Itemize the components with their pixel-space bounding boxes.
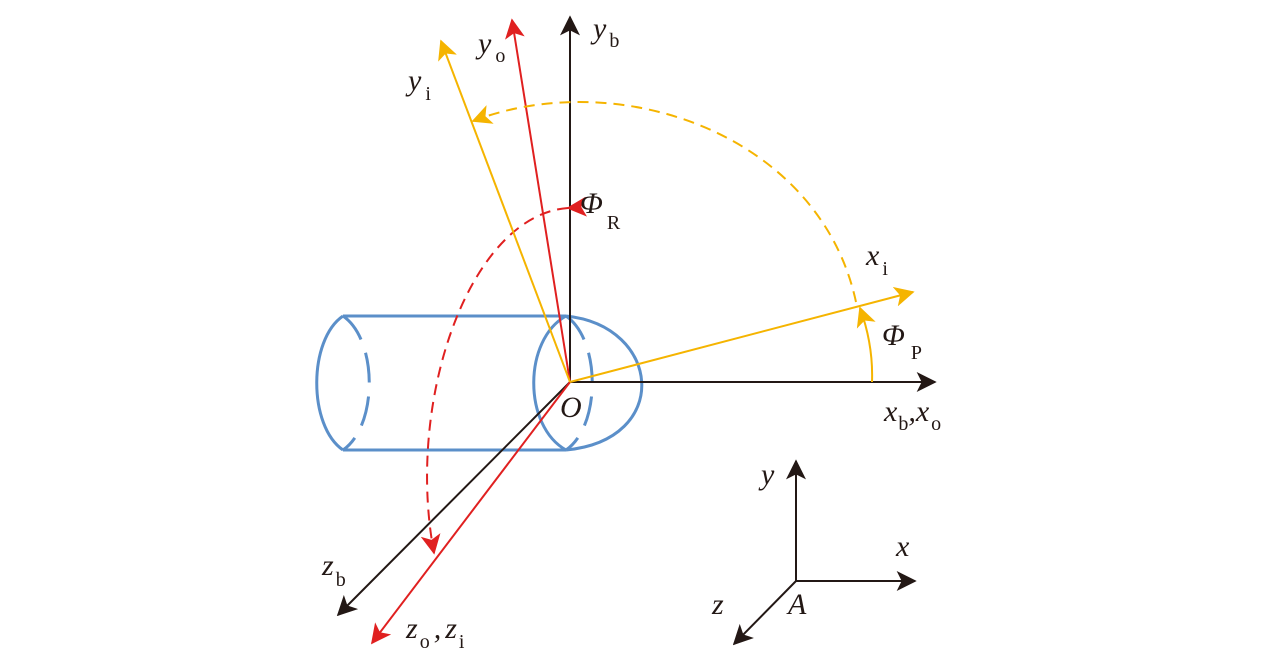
phi-r-label: ΦR (580, 187, 621, 234)
roll-angle-arc (420, 196, 588, 555)
zb-axis (336, 381, 571, 617)
ref-z-axis (732, 580, 797, 646)
zo-axis (370, 381, 571, 645)
ref-z-label: z (711, 588, 724, 621)
cylinder-right-end-front (532, 314, 567, 452)
pitch-angle-arc-large (471, 101, 857, 303)
cylinder-left-end-front (315, 314, 344, 452)
yo-axis (505, 18, 571, 383)
cylinder-left-end-back (342, 314, 371, 452)
yi-axis (438, 39, 571, 383)
roll-frame-axes (370, 18, 588, 645)
pitch-frame-axes (438, 39, 915, 383)
ref-y-label: y (758, 458, 775, 491)
origin-a-label: A (786, 588, 807, 621)
pitch-angle-arc-small (856, 306, 876, 383)
xi-axis (569, 286, 915, 383)
reference-frame-axes (732, 459, 917, 646)
origin-o-label: O (560, 391, 582, 424)
phi-p-label: ΦP (882, 319, 922, 364)
ref-x-label: x (895, 530, 910, 563)
